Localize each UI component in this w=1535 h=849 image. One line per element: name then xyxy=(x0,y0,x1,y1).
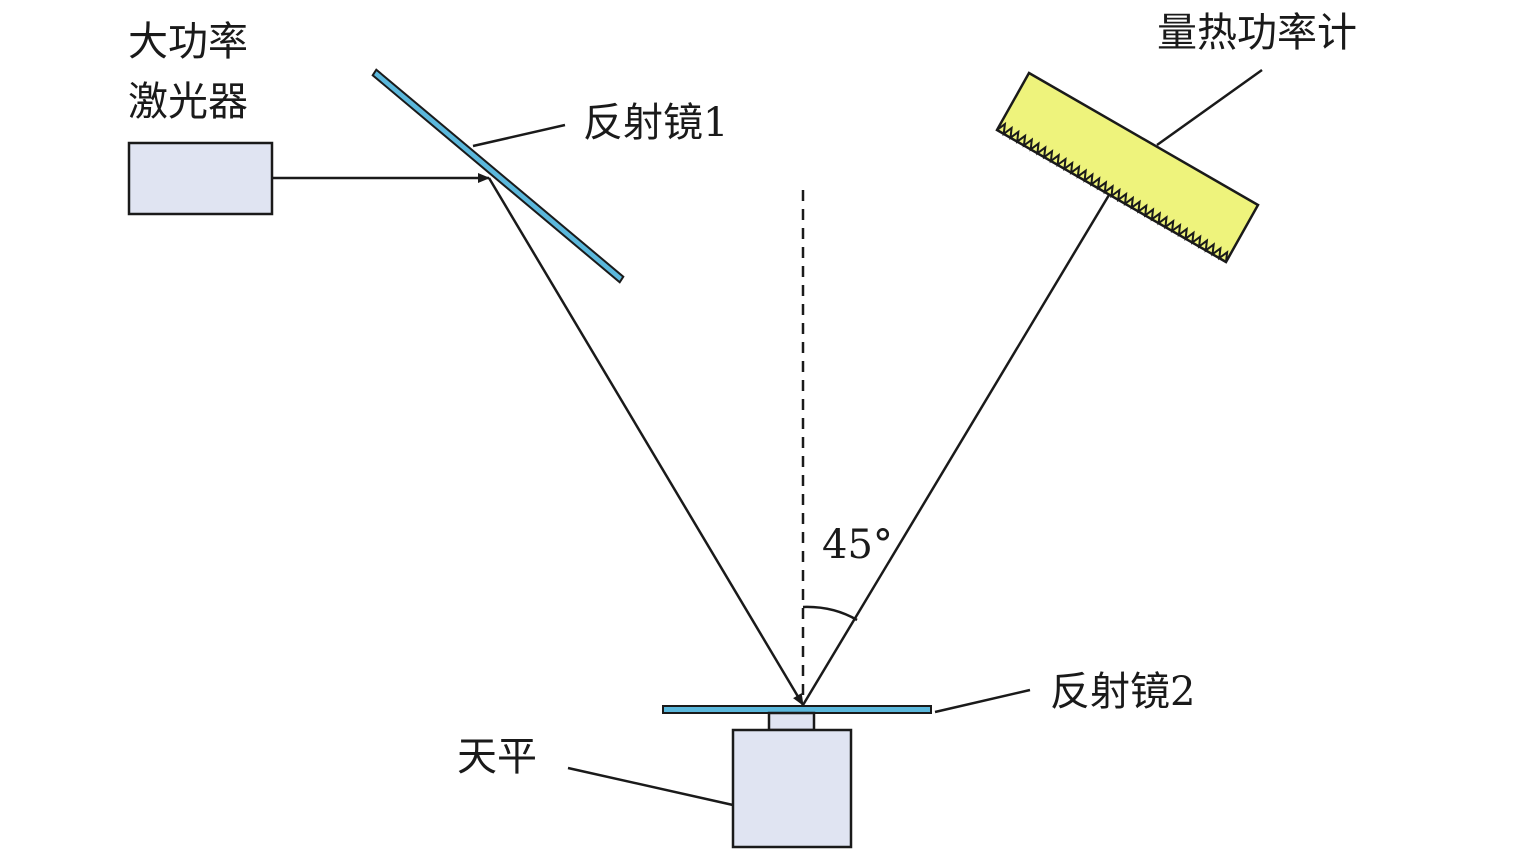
calorimeter xyxy=(995,71,1260,264)
mirror-1 xyxy=(371,68,625,284)
mirror-2-label: 反射镜2 xyxy=(1050,669,1195,715)
beam-mirror2-to-calorimeter xyxy=(801,189,1114,706)
beam-mirror1-to-mirror2 xyxy=(487,177,805,706)
calorimeter-leader xyxy=(1156,68,1263,147)
angle-arc xyxy=(802,605,858,622)
laser-box xyxy=(127,141,274,216)
angle-label: 45° xyxy=(822,522,893,568)
mirror-1-leader xyxy=(472,123,566,148)
laser-label-line1: 大功率 xyxy=(128,19,248,65)
calorimeter-label: 量热功率计 xyxy=(1157,10,1357,56)
balance-leader xyxy=(567,766,734,807)
laser-label-line2: 激光器 xyxy=(128,79,248,125)
balance-body xyxy=(731,728,853,849)
calorimeter-absorber-teeth xyxy=(996,121,1229,263)
mirror-1-label: 反射镜1 xyxy=(583,100,728,146)
balance-label: 天平 xyxy=(457,734,537,780)
mirror-2-leader xyxy=(934,688,1031,714)
balance-post xyxy=(767,711,816,732)
